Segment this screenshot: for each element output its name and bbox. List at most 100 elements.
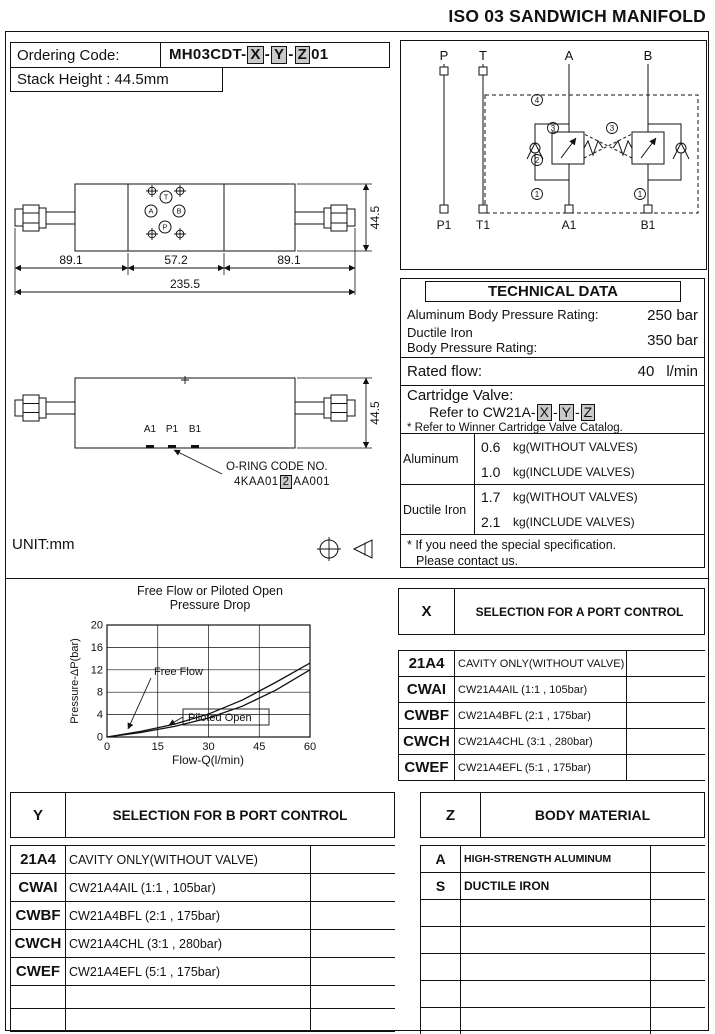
- chart-curve: [106, 669, 311, 738]
- weight-material: Aluminum: [401, 434, 475, 484]
- cartridge-valve-section: Cartridge Valve: Refer to CW21A-X-Y-Z * …: [401, 386, 704, 434]
- svg-text:1: 1: [535, 190, 540, 199]
- y-tick-label: 16: [91, 642, 103, 654]
- table-row: [421, 927, 705, 954]
- port-label-p1: P1: [166, 424, 179, 435]
- row-desc: DUCTILE IRON: [461, 873, 651, 899]
- row-code: A: [421, 846, 461, 872]
- variable-code-box: Z: [580, 404, 596, 421]
- port-label-a1: A1: [144, 424, 157, 435]
- row-code: CWEF: [11, 958, 66, 985]
- row-code: [421, 927, 461, 953]
- svg-text:3: 3: [610, 124, 615, 133]
- ductile-rating-label: Ductile Iron Body Pressure Rating:: [407, 324, 538, 355]
- port-terminals: [439, 66, 653, 214]
- chart-title: Pressure Drop: [170, 598, 251, 612]
- variable-code-box: X: [536, 404, 552, 421]
- technical-data-panel: TECHNICAL DATA Aluminum Body Pressure Ra…: [400, 278, 705, 568]
- row-desc: CW21A4BFL (2:1 , 175bar): [455, 703, 627, 728]
- x-tick-label: 15: [152, 741, 164, 753]
- row-desc: CAVITY ONLY(WITHOUT VALVE): [455, 651, 627, 676]
- row-code: CWEF: [399, 755, 455, 780]
- x-tick-label: 30: [202, 741, 214, 753]
- row-code: CWAI: [399, 677, 455, 702]
- svg-text:4: 4: [535, 96, 540, 105]
- table-row: [11, 1009, 395, 1032]
- port-label-b1: B1: [641, 218, 656, 232]
- annotation-free-flow: Free Flow: [154, 666, 203, 678]
- svg-text:3: 3: [551, 124, 556, 133]
- dimensions: 44.5: [297, 377, 382, 449]
- callout-balloons: 4 3 3 2 1 1: [531, 94, 646, 200]
- port-label-a: A: [565, 48, 574, 63]
- valve-drawing-front-view: A1 P1 B1 44.5: [14, 376, 382, 475]
- valve-drawing-top-view: T A B P 89.1 57.2 89.1 235.5 44.5: [14, 183, 382, 296]
- hole-label-p: P: [162, 223, 167, 232]
- row-code: CWCH: [11, 930, 66, 957]
- row-code: [11, 1009, 66, 1031]
- x-title: SELECTION FOR A PORT CONTROL: [475, 604, 684, 619]
- x-tick-label: 45: [253, 741, 265, 753]
- variable-code-box: 2: [279, 475, 293, 490]
- hole-label-b: B: [176, 207, 181, 216]
- row-code: S: [421, 873, 461, 899]
- dimension-label: 44.5: [368, 401, 382, 425]
- cartridge-valve-ref: Refer to CW21A-X-Y-Z: [429, 404, 698, 421]
- mounting-pattern: T A B P: [144, 185, 186, 240]
- dimension-label: 57.2: [164, 253, 188, 267]
- variable-code-box: Y: [558, 404, 574, 421]
- annotation-arrow: [127, 677, 152, 730]
- chart-title: Free Flow or Piloted Open: [137, 584, 283, 598]
- variable-code-box: Y: [271, 46, 288, 64]
- variable-code-box: X: [247, 46, 264, 64]
- row-code: [421, 954, 461, 980]
- dimension-label: 235.5: [170, 277, 200, 291]
- row-desc: [461, 900, 651, 926]
- row-desc: CAVITY ONLY(WITHOUT VALVE): [66, 846, 311, 873]
- row-desc: CW21A4CHL (3:1 , 280bar): [455, 729, 627, 754]
- port-label-p1: P1: [437, 218, 452, 232]
- oring-marks: [146, 445, 199, 448]
- row-code: CWBF: [399, 703, 455, 728]
- row-desc: [66, 986, 311, 1008]
- counterbalance-valve-a: [526, 131, 604, 165]
- rated-flow-row: Rated flow: 40 l/min: [401, 358, 704, 386]
- row-code: 21A4: [399, 651, 455, 676]
- y-tick-label: 12: [91, 664, 103, 676]
- section-divider: [5, 578, 709, 579]
- z-key: Z: [421, 793, 481, 837]
- outer-frame: [5, 31, 709, 1031]
- valve-body: [14, 183, 356, 252]
- z-title: BODY MATERIAL: [534, 807, 651, 823]
- ordering-code-label: Ordering Code:: [11, 43, 161, 67]
- row-code: [421, 981, 461, 1007]
- port-label-t: T: [479, 48, 487, 63]
- spring-symbol: [583, 139, 604, 157]
- row-desc: HIGH-STRENGTH ALUMINUM: [461, 846, 651, 872]
- oring-leader-line: [173, 449, 223, 475]
- row-code: [421, 1008, 461, 1034]
- svg-text:2: 2: [535, 156, 540, 165]
- rated-flow-unit: l/min: [666, 363, 698, 380]
- y-key: Y: [11, 793, 66, 837]
- y-tick-label: 4: [97, 709, 103, 721]
- row-code: CWCH: [399, 729, 455, 754]
- dimension-label: 89.1: [277, 253, 301, 267]
- rated-flow-value: 40: [637, 363, 655, 380]
- port-label-t1: T1: [476, 218, 490, 232]
- annotation-piloted-open: Piloted Open: [188, 712, 252, 724]
- table-row: [421, 981, 705, 1008]
- y-title: SELECTION FOR B PORT CONTROL: [112, 807, 348, 823]
